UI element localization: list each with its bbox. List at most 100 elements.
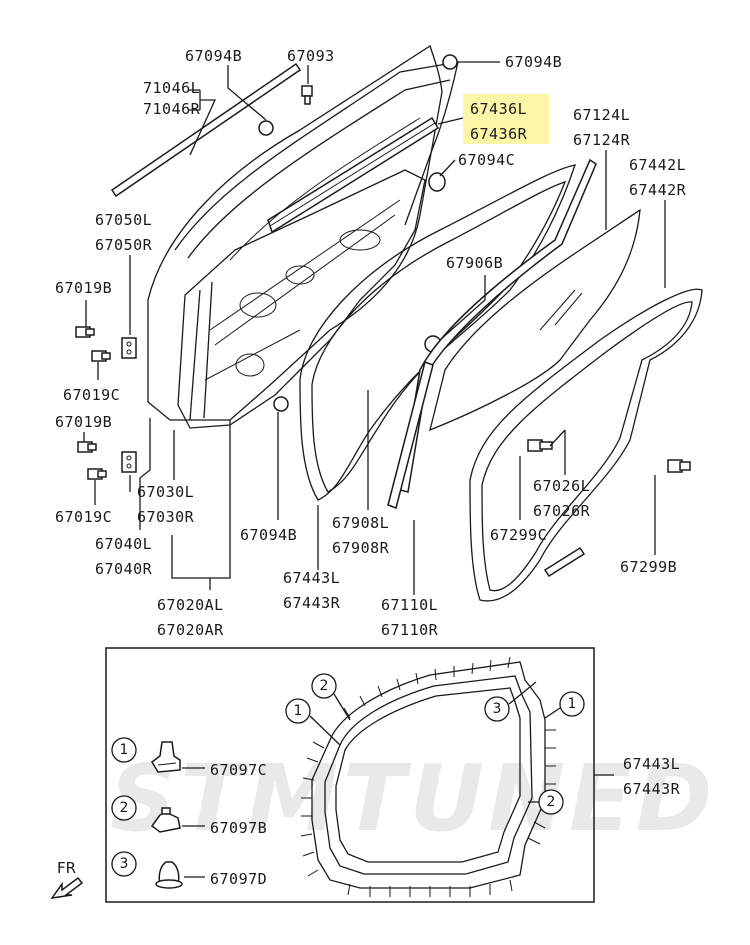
label-67110R: 67110R (381, 621, 439, 639)
watermark: STMTUNED (110, 745, 716, 852)
window-sash-inner (187, 79, 451, 259)
clip-legend: 1 67097C 2 67097B 3 67097D (111, 737, 267, 889)
bolt-67019C-upper (91, 350, 111, 362)
label-67443L-a: 67443L (283, 569, 340, 587)
door-hinge-edge-2 (203, 281, 213, 419)
label-67908R: 67908R (332, 539, 390, 557)
clip-67097B-icon (150, 807, 181, 833)
label-67040R: 67040R (95, 560, 153, 578)
channel-67110 (387, 361, 434, 509)
door-glass-67124 (429, 208, 641, 432)
label-67299B: 67299B (620, 558, 677, 576)
label-67908L: 67908L (332, 514, 389, 532)
inner-rib-3 (204, 329, 301, 381)
bolt-67019B-lower (77, 441, 97, 453)
window-sash (174, 61, 459, 251)
service-hole-4 (339, 229, 381, 251)
legend-number-1: 1 (120, 742, 129, 758)
label-67443L-b: 67443L (623, 755, 680, 773)
glass-edge-hint (229, 117, 421, 261)
inner-rib-1 (209, 199, 401, 331)
weatherstrip-67442 (469, 288, 703, 602)
label-67094B-a: 67094B (185, 47, 242, 65)
door-outer-panel (147, 44, 443, 421)
label-67442L: 67442L (629, 156, 686, 174)
grommet-67094C (428, 172, 446, 192)
label-67443R-b: 67443R (623, 780, 681, 798)
label-67050L: 67050L (95, 211, 152, 229)
label-67110L: 67110L (381, 596, 438, 614)
front-label: FR (57, 859, 76, 877)
inset-weatherstrip (300, 656, 556, 897)
label-67097B: 67097B (210, 819, 267, 837)
leader-lines (83, 61, 666, 595)
weatherstrip-67442-inner (481, 301, 693, 592)
label-67019B-b: 67019B (55, 413, 112, 431)
label-67020AL: 67020AL (157, 596, 224, 614)
plug-67094B-a (258, 120, 274, 136)
inset-callouts: 1 2 3 1 2 (285, 673, 585, 815)
door-glass-reflection-2 (554, 292, 583, 326)
label-67050R: 67050R (95, 236, 153, 254)
door-inner-panel (177, 169, 426, 429)
callout-1-right: 1 (568, 696, 577, 712)
legend-number-3: 3 (120, 856, 129, 872)
label-67026R: 67026R (533, 502, 591, 520)
plug-67094B-c (273, 396, 289, 412)
callout-3-top: 3 (493, 701, 502, 717)
label-67094C: 67094C (458, 151, 515, 169)
hinge-upper (121, 337, 137, 359)
label-67019C-b: 67019C (55, 508, 112, 526)
service-hole-3 (235, 353, 265, 377)
label-67299C: 67299C (490, 526, 547, 544)
callout-2-top: 2 (320, 678, 329, 694)
bolt-67019B-upper (75, 326, 95, 338)
bolt-67019C-lower (87, 468, 107, 480)
label-67124L: 67124L (573, 106, 630, 124)
callout-2-right: 2 (547, 794, 556, 810)
label-67124R: 67124R (573, 131, 631, 149)
label-67097C: 67097C (210, 761, 267, 779)
door-weatherstrip-67443-inner (311, 180, 567, 493)
belt-molding (267, 116, 440, 234)
label-67442R: 67442R (629, 181, 687, 199)
part-labels: 67094B 67093 67094B 71046L 71046R 67436L… (55, 47, 687, 639)
bolt-67026 (527, 439, 553, 452)
front-direction-indicator: FR (50, 859, 84, 900)
weatherstrip-71046 (110, 62, 302, 198)
bolt-67299B (667, 459, 691, 473)
label-67906B: 67906B (446, 254, 503, 272)
label-67019C-a: 67019C (63, 386, 120, 404)
label-67030L: 67030L (137, 483, 194, 501)
service-hole-1 (239, 292, 277, 318)
hinge-lower (121, 451, 137, 473)
clip-67097D-icon (155, 861, 183, 889)
label-67094B-b: 67094B (505, 53, 562, 71)
clip-67093 (301, 85, 313, 105)
inner-rib-2 (214, 214, 396, 346)
door-weatherstrip-67443 (299, 164, 576, 501)
label-67020AR: 67020AR (157, 621, 224, 639)
clip-67097C-icon (151, 741, 181, 773)
label-67019B-a: 67019B (55, 279, 112, 297)
highlight-box (463, 94, 549, 144)
belt-molding-line (269, 122, 436, 227)
label-67093: 67093 (287, 47, 335, 65)
label-67026L: 67026L (533, 477, 590, 495)
weatherstrip-67442-end (543, 546, 586, 578)
label-71046R: 71046R (143, 100, 201, 118)
door-glass-reflection (539, 289, 576, 331)
label-67030R: 67030R (137, 508, 195, 526)
label-67436L: 67436L (470, 100, 527, 118)
label-67436R: 67436R (470, 125, 528, 143)
label-67040L: 67040L (95, 535, 152, 553)
glass-run-67908 (399, 158, 597, 493)
label-71046L: 71046L (143, 79, 200, 97)
door-hinge-edge (189, 289, 201, 421)
label-67443R-a: 67443R (283, 594, 341, 612)
label-67097D: 67097D (210, 870, 267, 888)
front-arrow-icon (50, 876, 84, 900)
callout-1-left: 1 (294, 703, 303, 719)
